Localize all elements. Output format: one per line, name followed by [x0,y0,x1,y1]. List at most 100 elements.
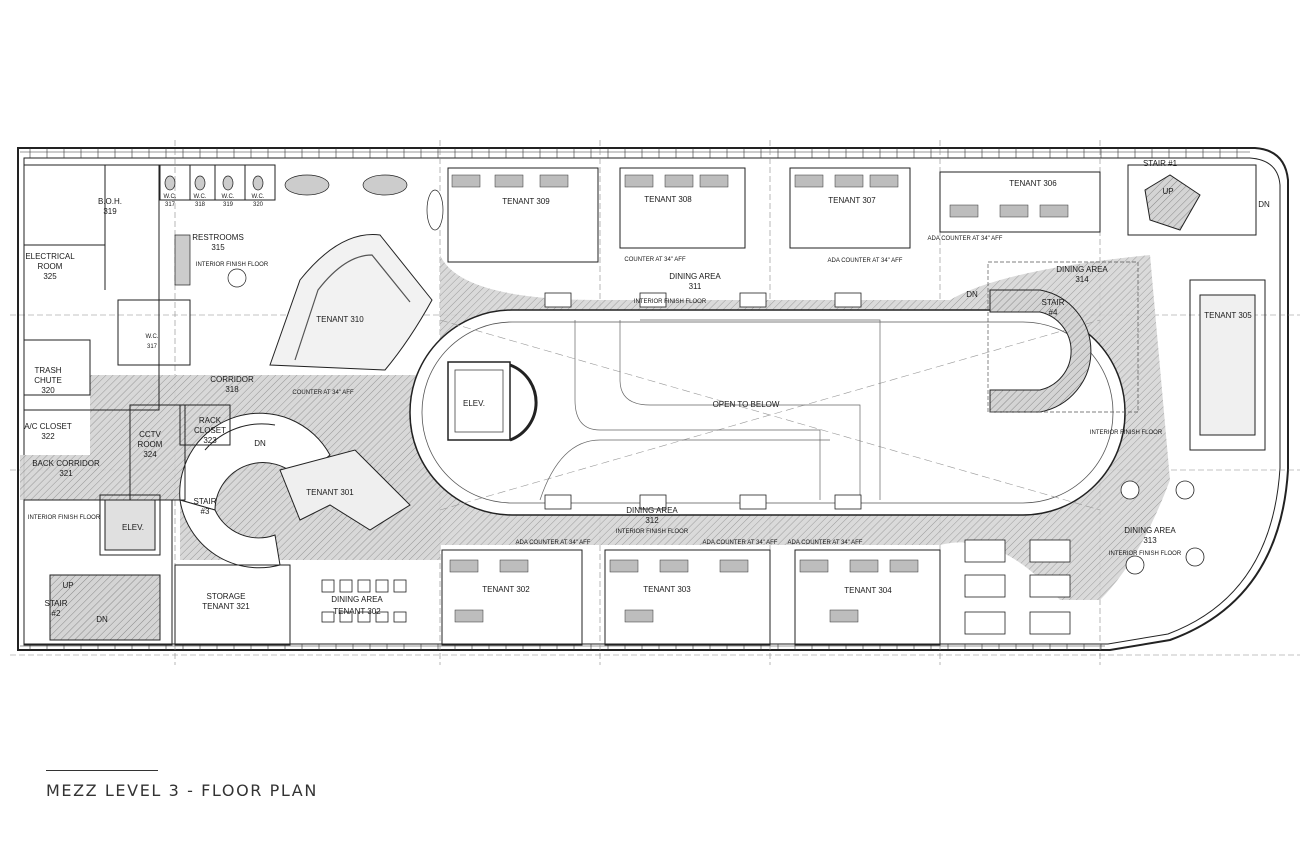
label-electrical: ELECTRICAL [25,252,75,261]
label-wc-4-no: 320 [253,202,264,208]
label-tenant-301: TENANT 301 [306,488,354,497]
table [1029,539,1071,563]
room-labels: B.O.H. 319 ELECTRICAL ROOM 325 RESTROOMS… [24,159,1270,624]
equipment [889,559,919,573]
label-tenant-310: TENANT 310 [316,315,364,324]
label-stair-2-no: #2 [52,609,61,618]
label-ada-303: ADA COUNTER AT 34" AFF [703,540,778,546]
round-table [1175,480,1195,500]
table [321,611,335,623]
label-finish-3: INTERIOR FINISH FLOOR [616,529,689,535]
label-ac: A/C CLOSET [24,422,72,431]
restroom-block [23,164,276,646]
equipment [719,559,749,573]
table [544,494,572,510]
label-tenant-303: TENANT 303 [643,585,691,594]
label-electrical-no: 325 [43,272,57,281]
label-finish-4: INTERIOR FINISH FLOOR [634,299,707,305]
window-mullions [20,151,1250,647]
label-open-to-below: OPEN TO BELOW [713,400,780,409]
restroom-fixtures [164,174,444,288]
label-cctv-2: ROOM [138,440,163,449]
label-dining-311-no: 311 [689,282,702,291]
equipment [699,174,729,188]
label-stair-3: STAIR [194,497,217,506]
label-corridor-no: 318 [225,385,239,394]
equipment [664,174,694,188]
equipment [449,559,479,573]
label-wc-3-no: 319 [223,202,234,208]
table [739,494,767,510]
label-ac-no: 322 [41,432,55,441]
label-cctv: CCTV [139,430,161,439]
stair-4 [987,261,1139,413]
storage-321 [174,564,291,646]
label-dining-302: DINING AREA [331,595,383,604]
label-storage-2: TENANT 321 [202,602,250,611]
label-rack: RACK [199,416,222,425]
table [393,579,407,593]
label-elev-left: ELEV. [122,523,144,532]
label-finish-5: INTERIOR FINISH FLOOR [1090,430,1163,436]
label-dn-stair1: DN [1258,200,1270,209]
label-trash-no: 320 [41,386,55,395]
equipment [539,174,569,188]
label-electrical-2: ROOM [38,262,63,271]
label-elev-center: ELEV. [463,399,485,408]
outer-walls [17,147,1289,651]
table [375,579,389,593]
table [834,292,862,308]
equipment [624,609,654,623]
kitchen-equipment [449,174,1069,623]
label-stair-4: STAIR [1042,298,1065,307]
label-restrooms: RESTROOMS [192,233,244,242]
label-ada-302: ADA COUNTER AT 34" AFF [516,540,591,546]
label-wc-4: W.C. [252,194,265,200]
label-back-corridor: BACK CORRIDOR [32,459,100,468]
table [375,611,389,623]
label-wc-5-no: 317 [147,344,158,350]
table [339,611,353,623]
table [393,611,407,623]
tenant-301 [279,449,411,531]
label-wc-1: W.C. [164,194,177,200]
label-ada-306: ADA COUNTER AT 34" AFF [928,236,1003,242]
label-back-corridor-no: 321 [59,469,73,478]
label-up-stair1: UP [1162,187,1173,196]
dining-311-312-tables [544,292,862,510]
label-dining-313-no: 313 [1143,536,1157,545]
label-tenant-306: TENANT 306 [1009,179,1057,188]
title-rule [46,770,158,771]
label-finish-1: INTERIOR FINISH FLOOR [196,262,269,268]
label-cctv-no: 324 [143,450,157,459]
table [964,611,1006,635]
label-boh-no: 319 [103,207,117,216]
label-stair-4-no: #4 [1049,308,1058,317]
label-wc-1-no: 317 [165,202,176,208]
equipment [869,174,899,188]
table [339,579,353,593]
equipment [454,609,484,623]
label-counter-308: COUNTER AT 34" AFF [624,257,686,263]
dining-313-tables [964,480,1205,635]
mullion-ticks [29,148,1238,650]
table [1029,611,1071,635]
label-up-stair2: UP [62,581,73,590]
tenant-310 [269,234,433,371]
table [639,494,667,510]
round-table [1125,555,1145,575]
label-wc-3: W.C. [222,194,235,200]
dining-302-tables [321,579,407,623]
label-boh: B.O.H. [98,197,122,206]
label-dn-stair3: DN [254,439,266,448]
open-to-below-void [409,309,1126,516]
stair-1 [1127,164,1257,236]
round-table [1185,547,1205,567]
equipment [499,559,529,573]
label-ada-304: ADA COUNTER AT 34" AFF [788,540,863,546]
label-wc-2: W.C. [194,194,207,200]
equipment [829,609,859,623]
label-dining-314-no: 314 [1075,275,1089,284]
label-dn-stair4: DN [966,290,978,299]
label-dn-stair2: DN [96,615,108,624]
